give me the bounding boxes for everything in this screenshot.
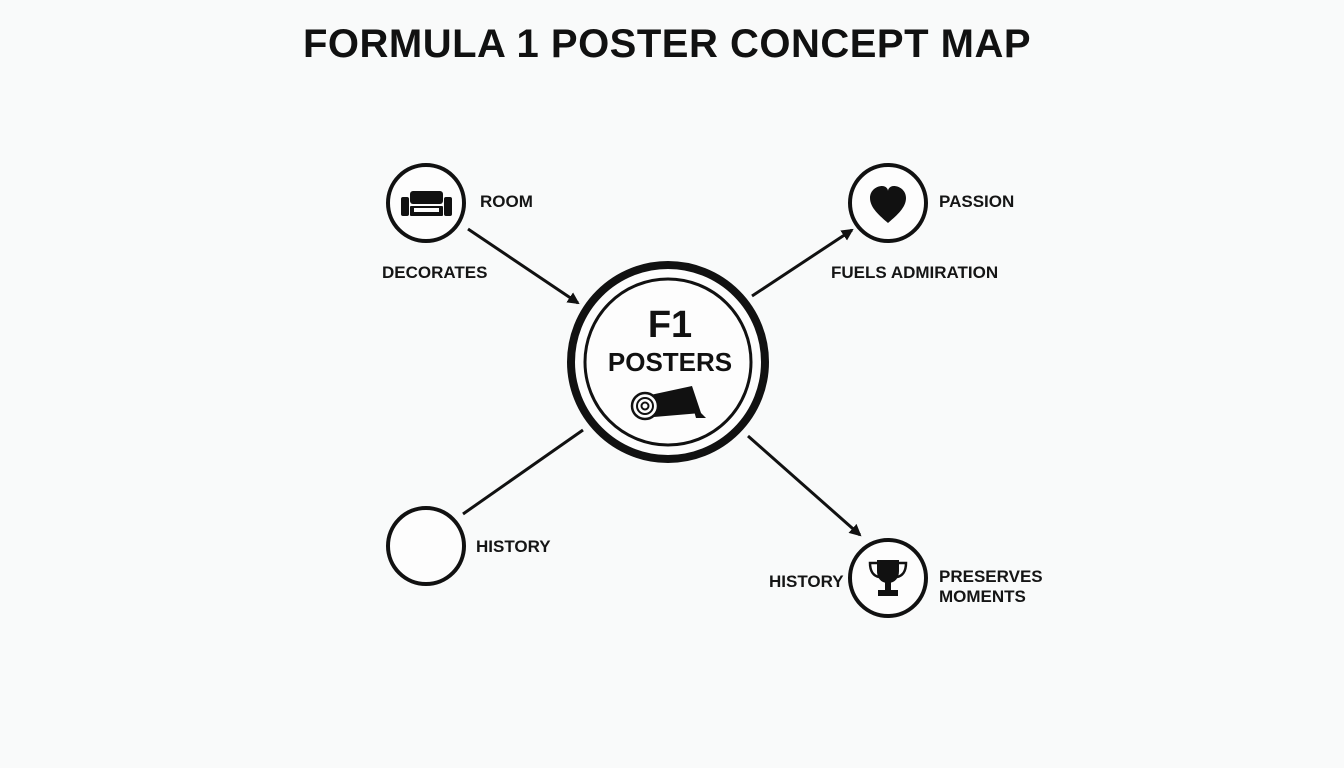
passion-node <box>848 163 928 243</box>
room-label: ROOM <box>480 192 533 211</box>
trophy-icon <box>868 560 908 596</box>
edge-center-to-passion <box>751 228 854 298</box>
passion-label: PASSION <box>939 192 1015 211</box>
preserves-label: PRESERVES <box>939 567 1043 586</box>
edge-center-to-history <box>462 428 584 516</box>
diagram-title: FORMULA 1 POSTER CONCEPT MAP <box>302 22 1032 66</box>
history-label: HISTORY <box>476 537 551 556</box>
history-node <box>386 506 466 586</box>
moments-node <box>848 538 928 618</box>
center-node <box>567 261 769 463</box>
edge-room-to-center <box>467 227 580 305</box>
rolled-poster-icon <box>630 386 706 421</box>
fuels-admiration-edge-label: FUELS ADMIRATION <box>831 263 999 282</box>
heart-icon <box>870 186 906 223</box>
sofa-icon <box>401 191 452 216</box>
room-node <box>386 163 466 243</box>
moments-left-label: HISTORY <box>769 572 844 591</box>
moments-label: MOMENTS <box>939 587 1026 606</box>
center-title-posters: POSTERS <box>607 347 733 377</box>
center-title-f1: F1 <box>647 304 693 346</box>
edge-center-to-moments <box>747 434 862 537</box>
decorates-edge-label: DECORATES <box>382 263 488 282</box>
